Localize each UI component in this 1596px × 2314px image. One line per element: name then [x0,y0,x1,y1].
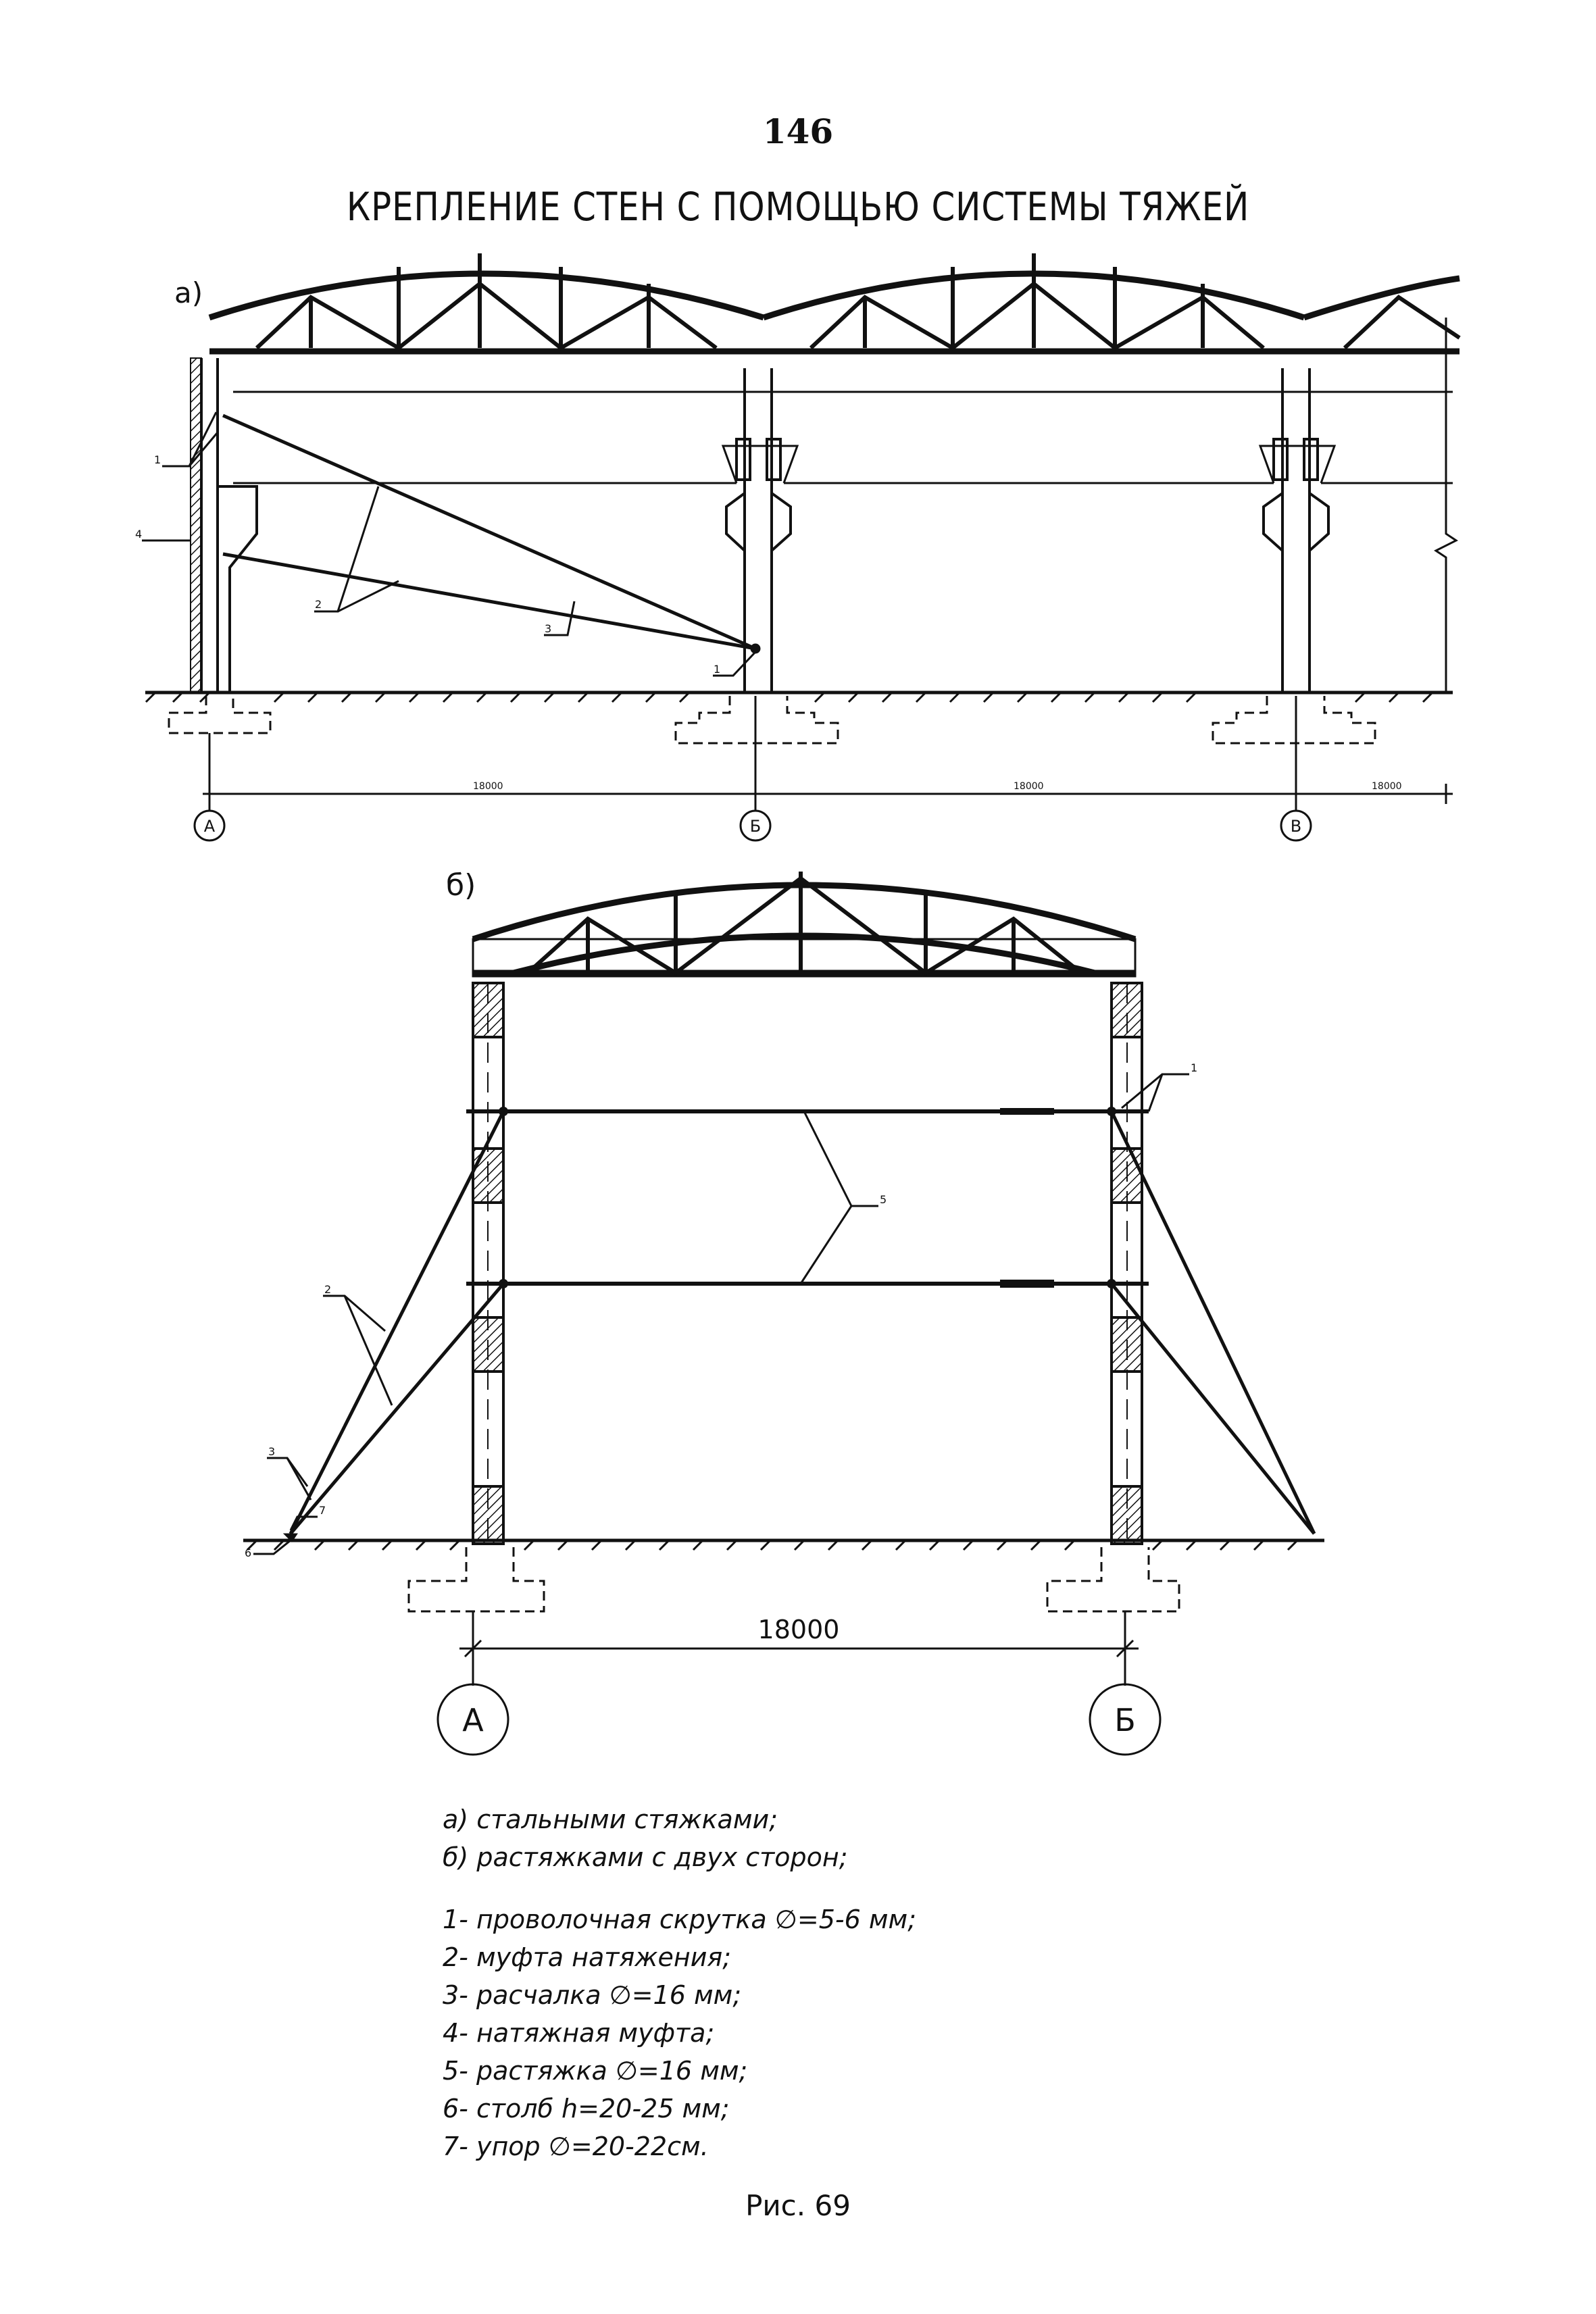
callout-b-3: 3 [268,1445,275,1458]
column-a-axis-v [1262,368,1330,693]
callout-a-3: 3 [545,622,551,635]
callout-a-1-bottom: 1 [714,663,720,676]
footings-b [407,1547,1180,1613]
legend-item-7: 7- упор ∅=20-22см. [443,2132,709,2161]
diagram-b-label: б) [446,868,476,903]
roof-truss-b [472,882,1137,976]
anchor-stake-b [282,1533,298,1542]
horizontal-ties-b [466,1108,1149,1288]
ground-hatch-a [145,691,1434,703]
dimension-line-a [203,696,1453,811]
callout-b-7: 7 [319,1504,326,1517]
tie-rods-a [222,413,757,651]
axis-label-a-B: Б [750,817,761,836]
dimension-b: 18000 [758,1615,840,1644]
legend: а) стальными стяжками; б) растяжками с д… [443,1801,1456,2165]
callout-a-1-top: 1 [154,453,161,466]
callout-b-5: 5 [880,1193,887,1206]
callout-a-2: 2 [315,598,322,611]
callout-b-6: 6 [245,1546,251,1559]
dimension-a-1: 18000 [473,781,503,792]
callout-b-2: 2 [324,1283,331,1296]
dimension-a-2: 18000 [1014,781,1044,792]
axis-label-a-A: А [204,817,216,836]
truss-webs-b [532,872,1076,976]
legend-item-4: 4- натяжная муфта; [443,2018,715,2048]
column-b-right [1110,982,1143,1545]
axis-bubbles-a [193,809,1312,842]
legend-item-1: 1- проволочная скрутка ∅=5-6 мм; [443,1905,917,1934]
diagram-a-label: а) [174,276,203,309]
page-title: КРЕПЛЕНИЕ СТЕН С ПОМОЩЬЮ СИСТЕМЫ ТЯЖЕЙ [346,184,1250,230]
figure-caption: Рис. 69 [745,2189,851,2222]
legend-item-6: 6- столб h=20-25 мм; [443,2094,730,2123]
break-line-a [1434,318,1458,693]
callout-a-4: 4 [135,528,142,540]
legend-variant-b: б) растяжками с двух сторон; [443,1842,848,1872]
axis-label-b-A: А [462,1702,484,1738]
anchor-point-a [750,643,761,654]
column-a-axis-a [190,357,258,693]
dimension-a-3: 18000 [1372,781,1402,792]
axis-bubbles-b [437,1683,1162,1756]
page-number: 146 [762,111,834,151]
truss-webs-a [255,253,1461,351]
column-a-axis-b [725,368,792,693]
leaders-b [253,1073,1189,1555]
diagram-b [243,872,1324,1756]
tie-clamps-b [499,1107,1116,1288]
axis-label-a-V: В [1291,817,1301,836]
ground-hatch-b [246,1539,1299,1551]
footings-a [168,696,1376,745]
diagram-a [142,253,1461,842]
callout-b-1: 1 [1191,1061,1197,1074]
dimension-line-b [459,1611,1139,1686]
leaders-a [142,411,757,677]
legend-item-5: 5- растяжка ∅=16 мм; [443,2056,748,2086]
crane-beam-a [233,391,1453,484]
guy-wires-b [289,1110,1316,1535]
column-b-left [472,982,505,1545]
legend-variant-a: а) стальными стяжками; [443,1805,778,1834]
legend-item-3: 3- расчалка ∅=16 мм; [443,1980,742,2010]
legend-item-2: 2- муфта натяжения; [443,1942,732,1972]
axis-label-b-B: Б [1114,1702,1136,1738]
